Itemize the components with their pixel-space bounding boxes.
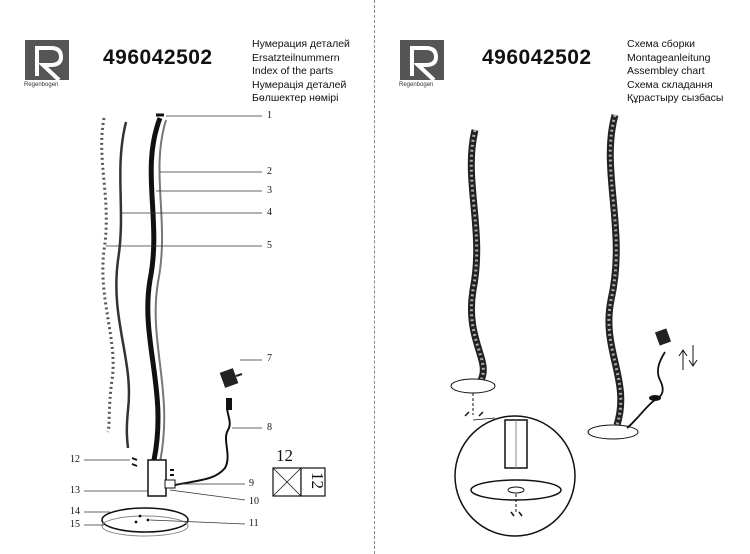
model-number: 496042502 — [482, 46, 592, 69]
assembly-drawing — [450, 114, 698, 537]
title-kk: Құрастыру сызбасы — [627, 92, 724, 105]
part-number-1: 1 — [267, 110, 272, 121]
part-number-9: 9 — [249, 478, 254, 489]
lamp-body-inner — [154, 119, 167, 463]
assembly-chart-page: Regenbogen 496042502 Схема сборки Montag… — [375, 0, 750, 554]
model-number: 496042502 — [103, 46, 213, 69]
led-strip — [100, 117, 115, 433]
title-de: Montageanleitung — [627, 51, 711, 64]
title-ru: Схема сборки — [627, 38, 695, 50]
title-uk: Нумерація деталей — [252, 78, 347, 91]
assembly-chart-titles: Схема сборки Montageanleitung Assembley … — [627, 38, 723, 106]
part-number-14: 14 — [70, 506, 80, 517]
part-number-3: 3 — [267, 185, 272, 196]
brand-name: Regenbogen — [24, 82, 59, 88]
part-number-15: 15 — [70, 519, 80, 530]
part-number-11: 11 — [249, 518, 259, 529]
part-number-13: 13 — [70, 485, 80, 496]
base-disk — [101, 507, 189, 533]
title-uk: Схема складання — [627, 78, 713, 91]
box-size-side: 12 — [308, 472, 327, 489]
regenbogen-logo-icon — [400, 40, 444, 82]
part-number-12: 12 — [70, 454, 80, 465]
lamp-body-outer — [145, 117, 163, 461]
part-number-10: 10 — [249, 496, 259, 507]
diffuser — [115, 121, 131, 449]
exploded-parts-drawing — [84, 113, 326, 537]
parts-index-page: Regenbogen 496042502 Нумерация деталей E… — [24, 38, 350, 537]
part-number-8: 8 — [267, 422, 272, 433]
part-number-5: 5 — [267, 240, 272, 251]
part-number-4: 4 — [267, 207, 272, 218]
regenbogen-logo-icon — [25, 40, 69, 82]
page-divider — [374, 0, 375, 554]
title-en: Index of the parts — [252, 65, 334, 78]
base-tube — [147, 459, 167, 497]
part-number-2: 2 — [267, 166, 272, 177]
power-cable — [174, 399, 231, 486]
detail-zoom-circle — [454, 415, 576, 537]
parts-index-titles: Нумерация деталей Ersatzteilnummern Inde… — [252, 38, 350, 106]
title-de: Ersatzteilnummern — [252, 51, 340, 64]
part-number-7: 7 — [267, 353, 272, 364]
title-ru: Нумерация деталей — [252, 38, 350, 50]
title-en: Assembley chart — [627, 65, 705, 78]
brand-name: Regenbogen — [399, 82, 434, 88]
box-size-top: 12 — [276, 446, 293, 465]
title-kk: Бөлшектер нөмірі — [252, 92, 339, 105]
